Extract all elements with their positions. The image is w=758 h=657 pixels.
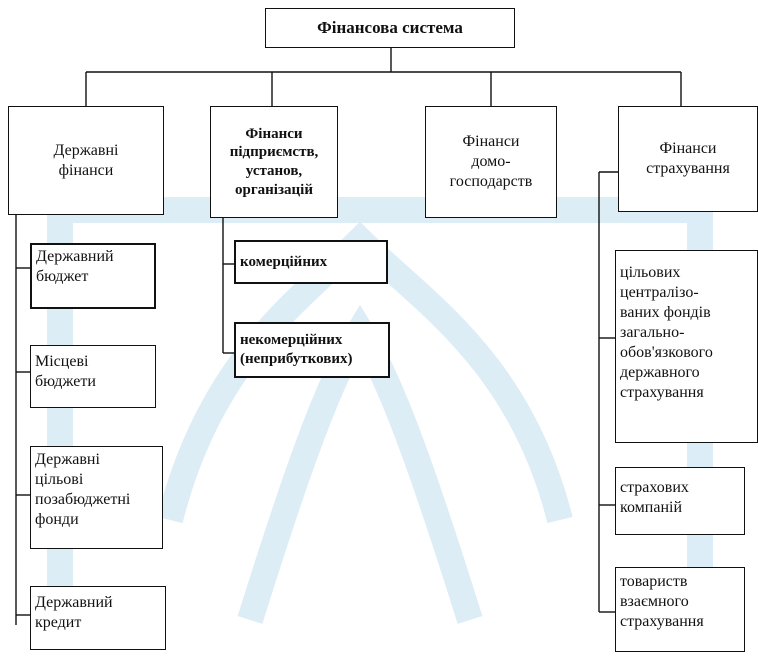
state-item-trust-funds: Державні цільові позабюджетні фонди (30, 446, 163, 549)
category-state-finance: Державні фінанси (8, 106, 164, 215)
category-insurance-label: Фінанси страхування (646, 140, 730, 177)
enterprise-item-noncommercial: некомерційних (неприбуткових) (234, 322, 390, 378)
insurance-item-mutual-label: товариств взаємного страхування (620, 573, 704, 630)
category-household-label: Фінанси домо- господарств (449, 133, 533, 190)
category-household-finance: Фінанси домо- господарств (425, 106, 557, 218)
insurance-item-companies: страхових компаній (615, 467, 745, 535)
category-insurance-finance: Фінанси страхування (618, 106, 758, 212)
state-item-credit: Державний кредит (30, 586, 166, 650)
state-item-local-budgets: Місцеві бюджети (30, 345, 156, 408)
insurance-item-companies-label: страхових компаній (620, 479, 689, 516)
state-item-budget-label: Державний бюджет (36, 248, 114, 285)
root-node: Фінансова система (265, 8, 515, 48)
state-item-credit-label: Державний кредит (35, 594, 113, 631)
state-item-budget: Державний бюджет (30, 243, 156, 309)
state-item-funds-label: Державні цільові позабюджетні фонди (35, 451, 131, 528)
insurance-item-state-funds-label: цільових централізо- ваних фондів загаль… (620, 264, 713, 401)
enterprise-item-noncommercial-label: некомерційних (неприбуткових) (240, 332, 353, 367)
enterprise-item-commercial-label: комерційних (240, 253, 328, 270)
category-enterprise-label: Фінанси підприємств, установ, організаці… (229, 125, 319, 198)
category-enterprise-finance: Фінанси підприємств, установ, організаці… (210, 106, 338, 218)
root-label: Фінансова система (317, 18, 463, 38)
category-state-label: Державні фінанси (53, 141, 119, 179)
enterprise-item-commercial: комерційних (234, 240, 388, 284)
state-item-local-label: Місцеві бюджети (35, 353, 96, 390)
insurance-item-state-funds: цільових централізо- ваних фондів загаль… (615, 250, 758, 443)
insurance-item-mutual: товариств взаємного страхування (615, 567, 745, 652)
